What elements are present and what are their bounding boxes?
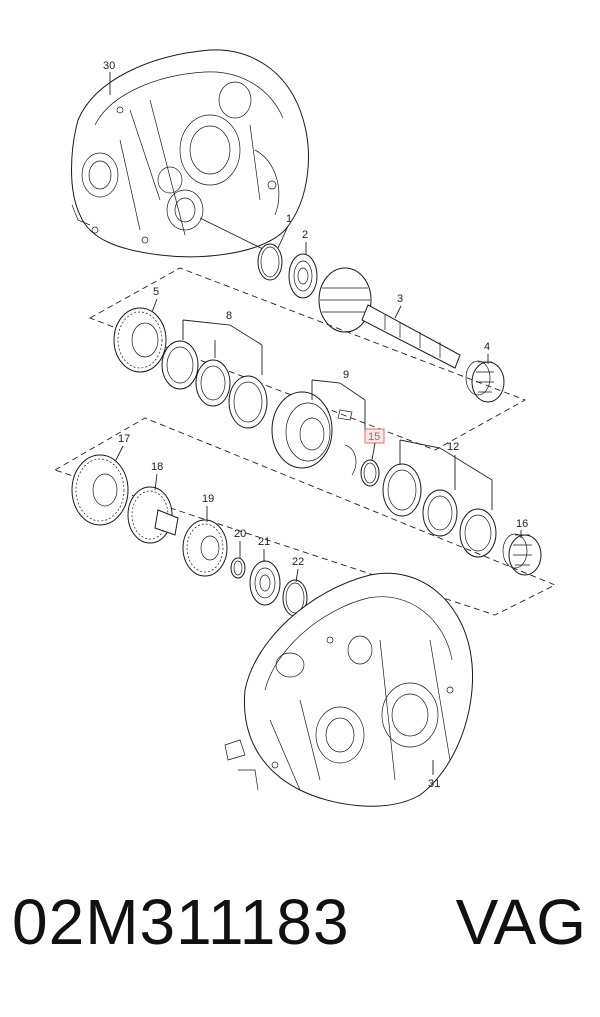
label-21: 21 bbox=[258, 536, 270, 548]
label-1: 1 bbox=[286, 213, 292, 225]
gearbox-housing-31 bbox=[224, 572, 474, 807]
label-3: 3 bbox=[397, 293, 403, 305]
synchro-ring-set-12 bbox=[382, 463, 497, 558]
bearing-2 bbox=[288, 253, 318, 299]
label-22: 22 bbox=[292, 556, 304, 568]
part-number: 02M311183 bbox=[12, 886, 350, 958]
label-16: 16 bbox=[516, 518, 528, 530]
circlip-20 bbox=[230, 557, 246, 579]
label-12: 12 bbox=[447, 441, 459, 453]
exploded-gearbox-diagram: 30 1 2 3 4 5 bbox=[53, 49, 557, 807]
label-5: 5 bbox=[153, 286, 159, 298]
synchro-ring-set-8 bbox=[161, 340, 268, 429]
gear-19 bbox=[182, 519, 228, 577]
bearing-21 bbox=[249, 560, 281, 606]
label-4: 4 bbox=[484, 341, 490, 353]
synchro-hub-9 bbox=[271, 391, 357, 476]
brand-name: VAG bbox=[455, 886, 586, 958]
label-15[interactable]: 15 bbox=[368, 431, 380, 443]
label-2: 2 bbox=[302, 229, 308, 241]
label-31: 31 bbox=[428, 778, 440, 790]
highlight-box-15[interactable] bbox=[364, 428, 385, 444]
needle-bearing-16 bbox=[502, 533, 542, 576]
shaft-3 bbox=[318, 267, 461, 369]
label-20: 20 bbox=[234, 528, 246, 540]
footer: 02M311183 VAG bbox=[0, 885, 600, 995]
label-19: 19 bbox=[202, 493, 214, 505]
circlip-15 bbox=[360, 459, 380, 487]
gear-5 bbox=[113, 307, 167, 373]
label-18: 18 bbox=[151, 461, 163, 473]
gear-17 bbox=[71, 454, 129, 526]
label-30: 30 bbox=[103, 60, 115, 72]
label-17: 17 bbox=[118, 433, 130, 445]
circlip-1 bbox=[257, 243, 283, 281]
needle-bearing-4 bbox=[465, 360, 505, 403]
gear-18 bbox=[127, 486, 179, 544]
label-9: 9 bbox=[343, 369, 349, 381]
gearbox-housing-30 bbox=[71, 49, 309, 258]
label-8: 8 bbox=[226, 310, 232, 322]
